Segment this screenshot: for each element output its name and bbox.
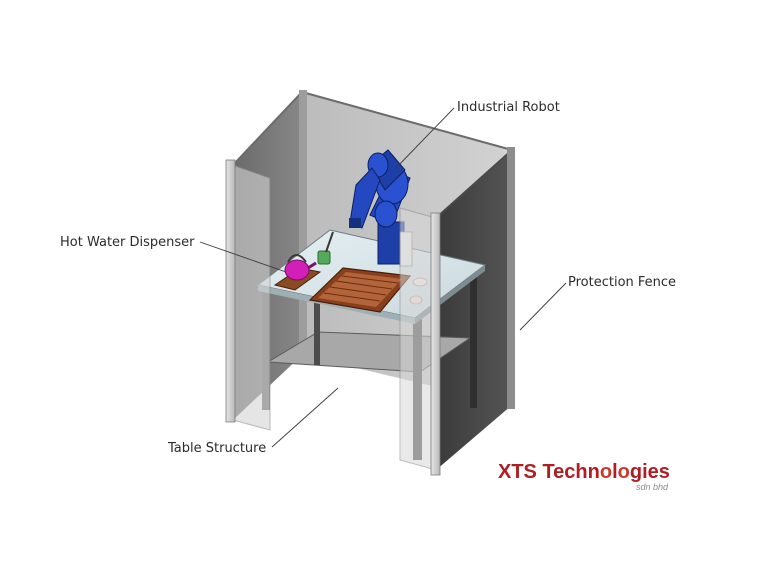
label-industrial-robot: Industrial Robot xyxy=(457,100,560,115)
kettle-handle xyxy=(287,254,307,263)
kettle-body xyxy=(284,259,310,281)
brand-o-one: o xyxy=(600,461,612,483)
brand-name: XTS Technologies xyxy=(498,461,670,483)
leader-protection-fence xyxy=(519,282,567,331)
wooden-tray xyxy=(308,267,412,313)
tray-slats xyxy=(323,275,399,302)
leader-industrial-robot xyxy=(395,107,455,169)
label-protection-fence: Protection Fence xyxy=(568,275,676,290)
fence-post-back-right xyxy=(507,147,515,409)
fence-panel-front-left xyxy=(232,164,271,431)
robot-joint-mid xyxy=(374,200,398,228)
cup-stirrer xyxy=(325,231,334,253)
label-hot-water-dispenser: Hot Water Dispenser xyxy=(60,235,195,250)
cup-green xyxy=(317,250,331,265)
fence-post-front-right xyxy=(430,212,441,476)
robot-wrist xyxy=(349,218,361,228)
brand-logo: XTS Technologies sdn bhd xyxy=(498,461,670,492)
brand-subtitle: sdn bhd xyxy=(636,482,669,492)
robot-forearm xyxy=(349,167,381,229)
fence-top-rail-left xyxy=(232,91,303,166)
brand-o-two: o xyxy=(618,461,630,483)
hot-water-dispenser xyxy=(273,231,334,291)
label-table-structure: Table Structure xyxy=(167,441,266,456)
fence-post-back-left xyxy=(299,90,307,355)
fence-top-rail xyxy=(301,91,513,151)
fence-top-rail-right xyxy=(435,149,513,219)
leader-hot-water-dispenser xyxy=(199,241,287,273)
table-leg-back-left xyxy=(314,265,320,365)
leader-lines xyxy=(199,107,567,448)
fence-front-panels xyxy=(225,159,441,476)
table-leg-back-right xyxy=(470,268,477,408)
leader-table-structure xyxy=(271,387,339,448)
kettle-spout xyxy=(307,261,317,270)
fence-post-front-left xyxy=(225,159,236,423)
